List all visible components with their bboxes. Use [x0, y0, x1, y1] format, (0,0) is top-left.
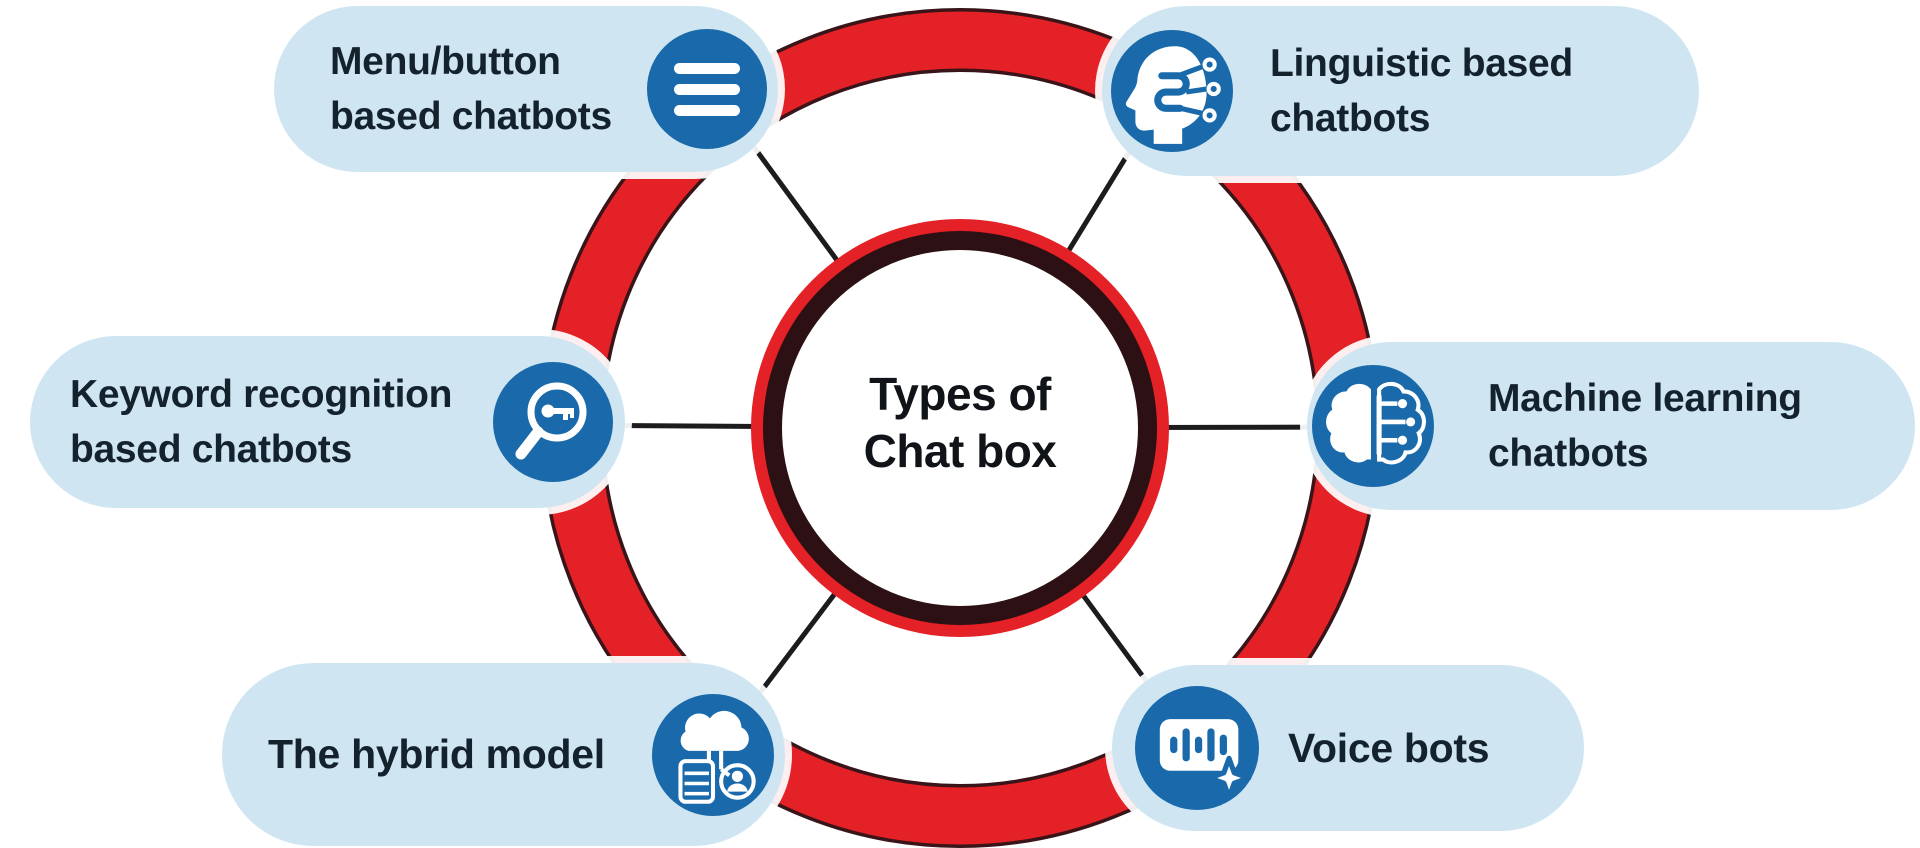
node-label-line: Linguistic based: [1270, 42, 1573, 85]
node-label-line: Voice bots: [1288, 724, 1490, 771]
node-pill-linguistic: Linguistic based chatbots: [1102, 6, 1699, 176]
node-pill-voice-bots: Voice bots: [1112, 665, 1584, 831]
node-label-line: based chatbots: [70, 428, 352, 471]
hamburger-menu-icon: [647, 29, 767, 149]
node-label: Linguistic based chatbots: [1270, 6, 1573, 176]
key-magnifier-icon: [493, 362, 613, 482]
node-label: Voice bots: [1288, 665, 1490, 831]
center-title: Types of Chat box: [760, 366, 1160, 480]
voice-waveform-icon: [1135, 686, 1259, 810]
center-title-line1: Types of: [869, 368, 1051, 420]
node-label-line: The hybrid model: [268, 731, 605, 777]
node-label-line: chatbots: [1270, 97, 1431, 140]
brain-circuit-icon: [1312, 365, 1434, 487]
node-label: The hybrid model: [268, 663, 605, 846]
center-title-line2: Chat box: [863, 425, 1057, 477]
node-pill-keyword-recognition: Keyword recognition based chatbots: [30, 336, 625, 508]
node-pill-menu-button: Menu/button based chatbots: [274, 6, 778, 172]
node-label: Keyword recognition based chatbots: [70, 336, 452, 508]
node-label: Menu/button based chatbots: [330, 6, 612, 172]
node-label-line: chatbots: [1488, 432, 1649, 475]
node-label-line: based chatbots: [330, 95, 612, 138]
head-circuit-icon: [1111, 30, 1233, 152]
node-pill-hybrid-model: The hybrid model: [222, 663, 785, 846]
node-label-line: Machine learning: [1488, 377, 1802, 420]
node-label-line: Keyword recognition: [70, 373, 453, 416]
node-label: Machine learning chatbots: [1488, 342, 1802, 510]
cloud-server-user-icon: [652, 693, 774, 816]
node-label-line: Menu/button: [330, 40, 561, 83]
node-pill-machine-learning: Machine learning chatbots: [1307, 342, 1915, 510]
